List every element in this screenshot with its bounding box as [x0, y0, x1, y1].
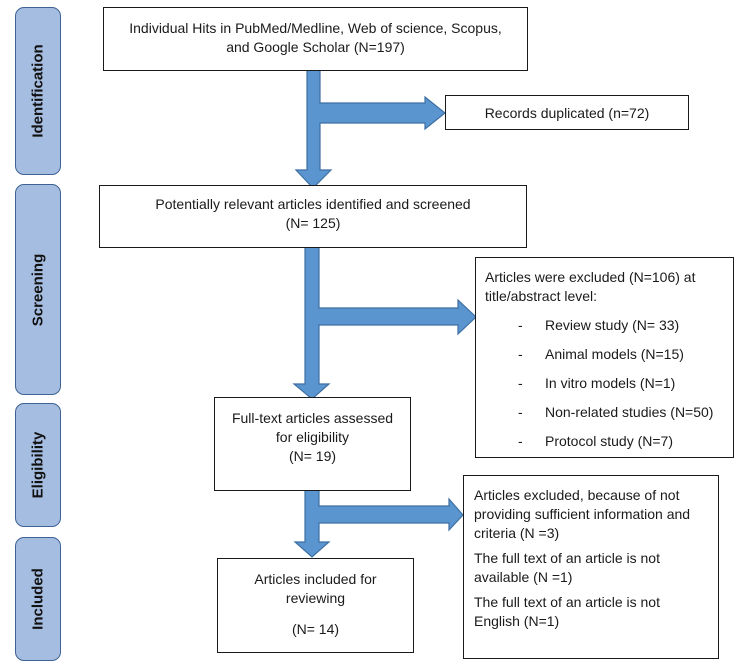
stage-included: Included [15, 537, 61, 661]
eligibility-excluded-box: Articles excluded, because of not provid… [463, 475, 719, 659]
excluded-title-line: Articles were excluded (N=106) at [485, 269, 696, 285]
included-box: Articles included for reviewing (N= 14) [217, 558, 414, 653]
box-line: Potentially relevant articles identified… [155, 196, 471, 212]
screening-excluded-box: Articles were excluded (N=106) at title/… [475, 257, 734, 458]
box-line: Full-text articles assessed [231, 410, 394, 426]
duplicates-box: Records duplicated (n=72) [445, 95, 689, 130]
list-item: Protocol study (N=7) [485, 432, 733, 451]
box-line: (N= 14) [291, 621, 340, 637]
paragraph-line: The full text of an article is not [474, 594, 660, 610]
paragraph-line: English (N=1) [474, 613, 560, 629]
excluded-title-line: title/abstract level: [485, 288, 598, 304]
arrow-screening-to-eligibility [292, 244, 477, 400]
excluded-paragraph: The full text of an article is not avail… [474, 549, 718, 587]
stage-label: Included [29, 568, 47, 630]
stage-label: Identification [29, 44, 47, 138]
box-line: (N= 125) [285, 215, 341, 231]
box-line: (N= 19) [288, 448, 337, 464]
box-line: Articles included for [254, 571, 377, 587]
eligibility-box: Full-text articles assessed for eligibil… [214, 397, 411, 491]
stage-eligibility: Eligibility [15, 403, 61, 527]
list-item: Non-related studies (N=50) [485, 403, 733, 422]
paragraph-line: criteria (N =3) [474, 525, 560, 541]
arrow-identification-to-screening [294, 69, 446, 189]
stage-screening: Screening [15, 184, 61, 395]
paragraph-line: Articles excluded, because of not [474, 487, 680, 503]
list-item: Review study (N= 33) [485, 316, 733, 335]
stage-label: Screening [29, 253, 47, 326]
identification-box: Individual Hits in PubMed/Medline, Web o… [103, 7, 528, 71]
paragraph-line: available (N =1) [474, 569, 573, 585]
box-line: for eligibility [275, 429, 350, 445]
arrow-eligibility-to-included [293, 486, 464, 558]
paragraph-line: providing sufficient information and [474, 506, 691, 522]
screening-box: Potentially relevant articles identified… [99, 185, 527, 248]
box-line: and Google Scholar (N=197) [226, 39, 405, 55]
box-line: Individual Hits in PubMed/Medline, Web o… [129, 20, 502, 36]
stage-label: Eligibility [29, 431, 47, 499]
list-item: In vitro models (N=1) [485, 374, 733, 393]
stage-identification: Identification [15, 7, 61, 175]
excluded-paragraph: Articles excluded, because of not provid… [474, 486, 718, 543]
paragraph-line: The full text of an article is not [474, 550, 660, 566]
list-item: Animal models (N=15) [485, 345, 733, 364]
box-line: reviewing [285, 590, 346, 606]
box-line: Records duplicated (n=72) [484, 105, 650, 121]
excluded-paragraph: The full text of an article is not Engli… [474, 593, 718, 631]
